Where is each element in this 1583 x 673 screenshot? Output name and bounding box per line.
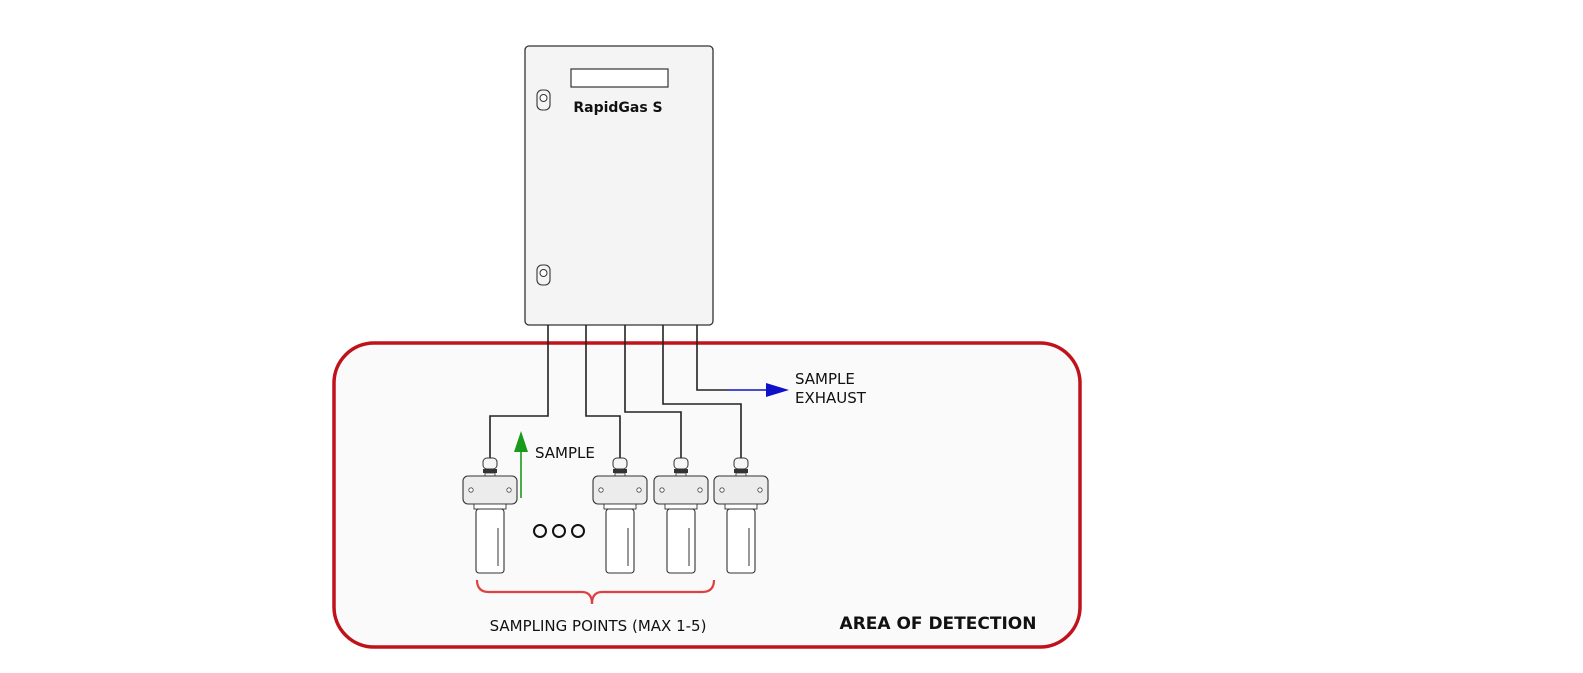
device-display [570,68,669,88]
sampling-point-probe [713,457,769,574]
exhaust-arrow-icon [728,383,789,397]
hinge-icon [536,264,551,286]
sampling-point-probe [592,457,648,574]
sample-label: SAMPLE [535,444,595,462]
tube-1 [489,325,549,460]
sample-arrow-icon [514,431,528,498]
sampling-points-label: SAMPLING POINTS (MAX 1-5) [490,617,707,635]
exhaust-tube [696,325,728,391]
more-points-ellipsis-icon [533,524,585,538]
tube-3 [624,325,682,460]
sampling-points-brace [475,579,716,605]
rapidgas-device: RapidGas S [524,45,714,326]
exhaust-label-line1: SAMPLE [795,370,855,388]
device-name: RapidGas S [573,100,662,116]
sampling-point-probe [653,457,709,574]
hinge-icon [536,89,551,111]
exhaust-label-line2: EXHAUST [795,389,867,407]
sampling-point-probe [462,457,518,574]
tube-4 [662,325,742,460]
sample-tubes [489,325,742,460]
area-of-detection-label: AREA OF DETECTION [840,614,1037,634]
tube-2 [585,325,621,460]
